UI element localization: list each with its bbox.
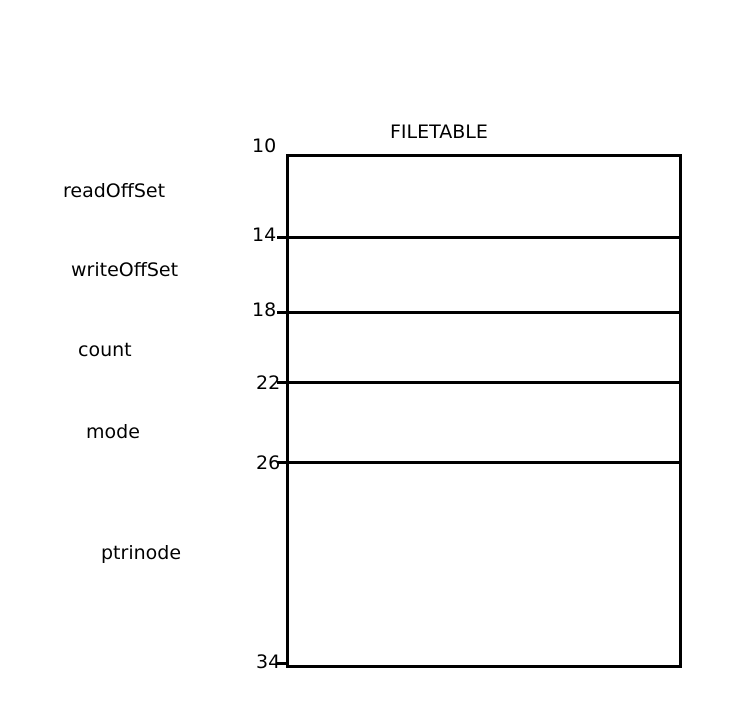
offset-label-18: 18: [252, 299, 277, 321]
offset-label-10: 10: [252, 135, 277, 157]
offset-label-22: 22: [256, 372, 281, 394]
offset-label-34: 34: [256, 651, 281, 673]
field-label-mode: mode: [86, 421, 140, 443]
divider-18: [277, 311, 679, 314]
offset-label-14: 14: [252, 224, 277, 246]
diagram-title: FILETABLE: [390, 121, 488, 143]
field-label-ptrinode: ptrinode: [101, 542, 182, 564]
offset-label-26: 26: [256, 452, 281, 474]
divider-22: [277, 381, 682, 384]
filetable-box: [286, 154, 682, 668]
field-label-writeoffset: writeOffSet: [71, 259, 179, 281]
divider-26: [277, 461, 682, 464]
tick-34: [277, 662, 289, 665]
field-label-count: count: [78, 339, 132, 361]
field-label-readoffset: readOffSet: [63, 180, 166, 202]
divider-14: [277, 236, 679, 239]
